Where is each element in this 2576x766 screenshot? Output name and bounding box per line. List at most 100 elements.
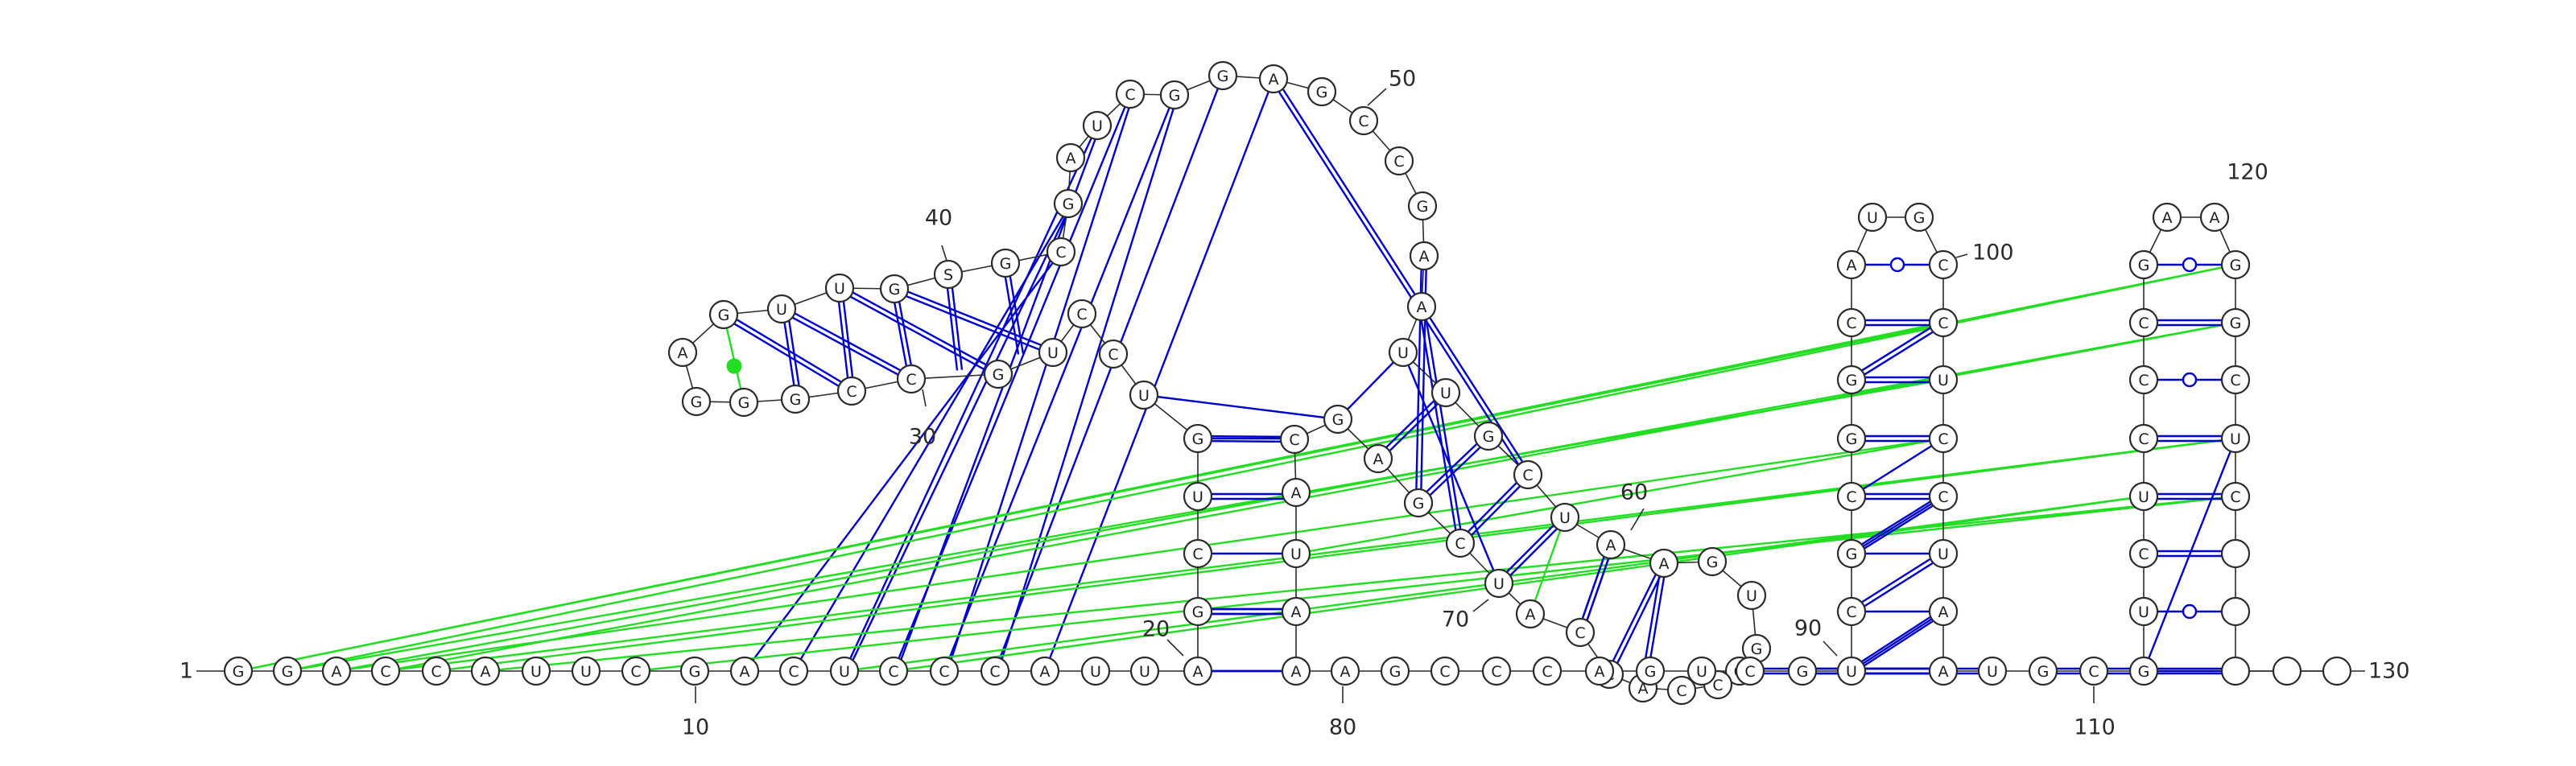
nucleotide-circle xyxy=(470,656,501,686)
nucleotide-circle xyxy=(2028,656,2058,686)
nucleotide-letter: A xyxy=(1269,71,1279,89)
nucleotide: U xyxy=(1550,502,1580,533)
nucleotide: C xyxy=(2128,423,2159,454)
nucleotide-letter: G xyxy=(1707,554,1719,571)
position-tick xyxy=(1955,253,1968,258)
nucleotide-circle xyxy=(1080,656,1111,686)
base-pair-line xyxy=(1851,437,1944,498)
nucleotide: G xyxy=(2220,307,2251,338)
nucleotide-letter: G xyxy=(1413,495,1425,513)
nucleotide-circle xyxy=(1388,337,1418,368)
nucleotide: U xyxy=(521,656,551,686)
nucleotide-circle xyxy=(1736,580,1767,611)
nucleotide: A xyxy=(1281,596,1311,627)
base-pair-line xyxy=(1274,76,1531,475)
base-pair-line xyxy=(836,288,851,392)
position-tick xyxy=(1630,508,1645,531)
nucleotide: U xyxy=(1977,656,2008,686)
nucleotide: U xyxy=(2128,481,2159,512)
base-pair-line xyxy=(721,315,852,394)
nucleotide-circle xyxy=(1550,502,1580,533)
nucleotide-circle xyxy=(621,656,651,686)
nucleotide: G xyxy=(1208,60,1238,91)
nucleotide-circle xyxy=(1697,546,1728,577)
nucleotide: U xyxy=(1082,110,1113,141)
long-range-interaction-line xyxy=(893,495,2145,673)
nucleotide-circle xyxy=(1055,142,1086,173)
nucleotide-circle xyxy=(1635,656,1666,686)
nucleotide: C xyxy=(1513,459,1543,490)
nucleotide: U xyxy=(1736,580,1767,611)
nucleotide-letter: G xyxy=(1913,209,1926,227)
nucleotide-circle xyxy=(766,294,797,324)
nucleotide-letter: U xyxy=(1192,488,1203,506)
nucleotide: A xyxy=(1258,64,1289,94)
nucleotide-circle xyxy=(879,274,910,304)
nucleotide: U xyxy=(1388,337,1418,368)
pseudoknot-line xyxy=(946,93,1135,672)
base-pair-line xyxy=(1577,543,1610,632)
long-range-interaction-line xyxy=(436,437,2236,673)
nucleotide: A xyxy=(2199,202,2230,233)
nucleotide-letter: U xyxy=(1987,663,1998,681)
nucleotide-letter: G xyxy=(993,366,1005,384)
nucleotide-circle xyxy=(1208,60,1238,91)
nucleotide: G xyxy=(879,274,910,304)
base-pair-line xyxy=(1852,554,1946,615)
nucleotide-letter: G xyxy=(1417,198,1429,216)
nucleotide-letter: U xyxy=(1047,344,1059,362)
nucleotide-letter: G xyxy=(1846,372,1858,389)
base-pair-line xyxy=(1376,389,1445,458)
nucleotide: U xyxy=(1129,656,1160,686)
nucleotide-letter: C xyxy=(1125,86,1135,104)
nucleotide: A xyxy=(1928,596,1959,627)
nucleotide-letter: C xyxy=(1846,488,1856,506)
nucleotide: G xyxy=(983,359,1013,389)
nucleotide-letter: C xyxy=(2138,546,2149,563)
nucleotide-circle xyxy=(1082,110,1113,141)
nucleotide-circle xyxy=(2128,538,2159,569)
nucleotide-circle xyxy=(929,656,960,686)
nucleotide-letter: A xyxy=(1525,606,1536,624)
nucleotide-letter: G xyxy=(1217,68,1229,85)
nucleotide-letter: A xyxy=(1291,603,1302,621)
nucleotide: U xyxy=(1183,481,1213,512)
nucleotide-letter: A xyxy=(1340,663,1351,681)
base-pair-line xyxy=(944,274,959,371)
label-end: 130 xyxy=(2368,659,2410,684)
nucleotide-circle xyxy=(1403,488,1434,518)
nucleotide-letter: C xyxy=(431,663,441,681)
nucleotide-letter: A xyxy=(678,344,688,362)
nucleotide-circle xyxy=(1406,291,1437,322)
wobble-pair-mark xyxy=(2182,603,2198,620)
nucleotide-letter: C xyxy=(1712,677,1723,694)
nucleotide-circle xyxy=(2220,423,2251,454)
nucleotide-letter: A xyxy=(1291,484,1302,502)
nucleotide: G xyxy=(2028,656,2058,686)
nucleotide-circle xyxy=(1330,656,1360,686)
nucleotide-circle xyxy=(980,656,1010,686)
nucleotide-circle xyxy=(1857,202,1888,233)
nucleotide-circle xyxy=(2322,656,2352,686)
nucleotide-circle xyxy=(1481,656,1512,686)
nucleotide: A xyxy=(1409,241,1439,271)
nucleotide-circle xyxy=(1098,339,1129,369)
nucleotide-circle xyxy=(1596,529,1626,560)
nucleotide: G xyxy=(2220,249,2251,280)
nucleotide-letter: A xyxy=(332,663,342,681)
nucleotide: G xyxy=(1697,546,1728,577)
pseudoknot-line xyxy=(846,203,1073,672)
nucleotide-circle xyxy=(1787,656,1818,686)
nucleotide: C xyxy=(1279,424,1310,455)
nucleotide-circle xyxy=(681,386,712,417)
nucleotide-letter: U xyxy=(1746,587,1757,605)
nucleotide-letter: A xyxy=(1419,248,1430,266)
nucleotide-letter: U xyxy=(1139,663,1150,681)
nucleotide-circle xyxy=(2220,481,2251,512)
nucleotide-circle xyxy=(2220,596,2251,627)
nucleotide-letter: C xyxy=(1393,153,1404,171)
nucleotide-circle xyxy=(1836,249,1867,280)
nucleotide-circle xyxy=(836,376,867,406)
nucleotide-circle xyxy=(2220,364,2251,395)
nucleotide: A xyxy=(1030,656,1060,686)
